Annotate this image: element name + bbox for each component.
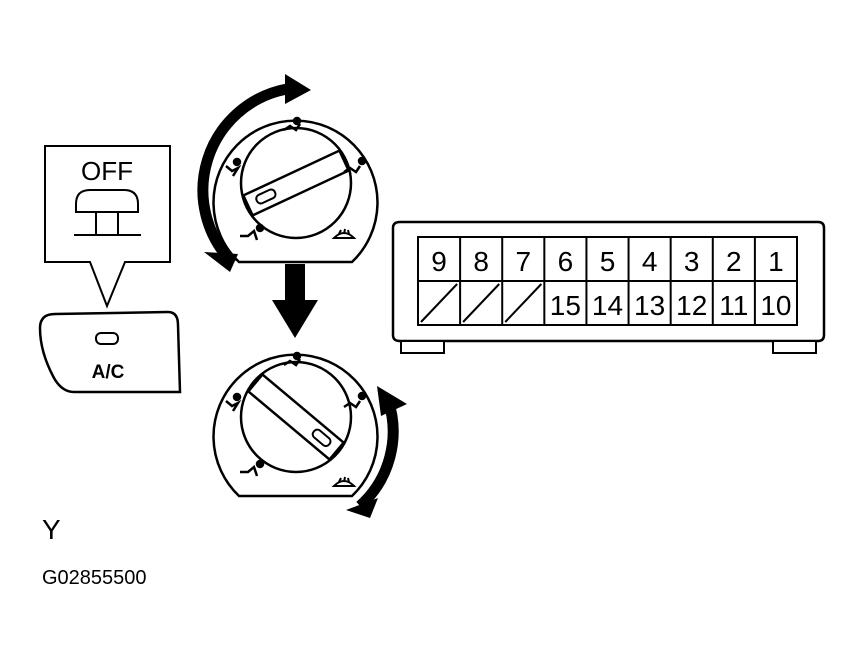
pin-label: 8 xyxy=(473,246,489,277)
rotate-arrow-icon xyxy=(346,386,407,518)
off-label: OFF xyxy=(81,156,133,186)
pin-label: 12 xyxy=(676,290,707,321)
pin-label: 1 xyxy=(768,246,784,277)
floor-icon xyxy=(240,223,265,241)
ac-button[interactable]: A/C xyxy=(38,310,182,394)
floor-icon xyxy=(240,459,265,477)
vent-face-icon xyxy=(283,116,302,132)
pin-label: 5 xyxy=(600,246,616,277)
bi-level-icon xyxy=(225,392,242,412)
pin-label: 15 xyxy=(550,290,581,321)
defrost-icon xyxy=(331,476,357,487)
off-button-callout: OFF xyxy=(44,145,171,309)
pin-label: 3 xyxy=(684,246,700,277)
knob-pointer xyxy=(241,148,351,218)
bi-level-icon xyxy=(225,157,242,177)
empty-pin-slash xyxy=(504,283,543,323)
vent-face-icon xyxy=(283,351,302,367)
pin-label: 11 xyxy=(719,290,748,321)
mode-dial-upper[interactable] xyxy=(212,116,379,264)
mode-dial-lower[interactable] xyxy=(212,351,379,498)
figure-code: G02855500 xyxy=(42,567,147,589)
connector-lock-left xyxy=(400,340,445,354)
callout-box xyxy=(44,145,171,309)
pin-label: 9 xyxy=(431,246,447,277)
floor-defrost-icon xyxy=(343,156,367,174)
pin-label: 4 xyxy=(642,246,658,277)
empty-pin-slash xyxy=(420,283,458,323)
pin-label: 6 xyxy=(558,246,574,277)
push-button-icon xyxy=(74,189,141,236)
connector-lock-right xyxy=(772,340,817,354)
down-arrow-icon xyxy=(272,264,318,338)
pin-label: 10 xyxy=(760,290,791,321)
empty-pin-slash xyxy=(462,283,500,323)
pin-label: 7 xyxy=(515,246,531,277)
rotate-arrow-icon xyxy=(197,74,311,272)
pin-label: 13 xyxy=(634,290,665,321)
defrost-icon xyxy=(331,228,357,239)
ac-button-body xyxy=(38,310,182,394)
pin-label: 14 xyxy=(592,290,623,321)
knob-pointer xyxy=(246,372,346,462)
ac-label: A/C xyxy=(92,362,125,383)
indicator-lamp-icon xyxy=(95,332,119,345)
floor-defrost-icon xyxy=(343,391,367,409)
view-letter: Y xyxy=(42,514,61,545)
pin-label: 2 xyxy=(726,246,742,277)
